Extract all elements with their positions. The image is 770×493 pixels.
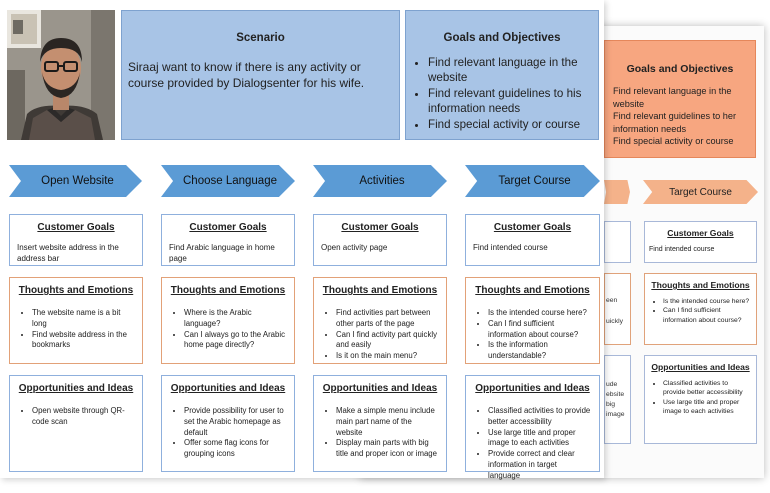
- opportunity-item: Provide possibility for user to set the …: [184, 406, 286, 438]
- back-goals-title: Goals and Objectives: [626, 63, 734, 75]
- persona-illustration: [7, 10, 115, 140]
- customer-goals-text: Open activity page: [321, 243, 388, 252]
- thoughts-title: Thoughts and Emotions: [322, 285, 438, 296]
- back-card-partial: [604, 221, 631, 263]
- back-opportunity-item: Classified activities to provide better …: [663, 379, 750, 398]
- thought-item: The website name is a bit long: [32, 308, 134, 330]
- customer-goals-text: Find Arabic language in home page: [169, 243, 275, 263]
- opportunity-item: Use large title and proper image to each…: [488, 428, 591, 450]
- goals-item: Find relevant language in the website: [428, 55, 592, 86]
- goals-item: Find special activity or course: [428, 117, 592, 132]
- goals-item: Find relevant guidelines to his informat…: [428, 86, 592, 117]
- back-opportunities-title: Opportunities and Ideas: [651, 362, 750, 372]
- back-opportunities-card: Opportunities and Ideas Classified activ…: [644, 355, 757, 444]
- stage-label: Target Course: [498, 175, 571, 187]
- thoughts-title: Thoughts and Emotions: [170, 285, 286, 296]
- opportunity-item: Make a simple menu include main part nam…: [336, 406, 438, 438]
- back-customer-goals-title: Customer Goals: [667, 228, 734, 238]
- thought-item: Can I find sufficient information about …: [488, 319, 591, 341]
- opportunities-card: Opportunities and Ideas Provide possibil…: [161, 375, 295, 472]
- back-card-partial: [604, 355, 631, 444]
- thoughts-title: Thoughts and Emotions: [475, 285, 590, 296]
- customer-goals-card: Customer Goals Find Arabic language in h…: [161, 214, 295, 266]
- back-customer-goals-card: Customer Goals Find intended course: [644, 221, 757, 263]
- thoughts-card: Thoughts and Emotions The website name i…: [9, 277, 143, 364]
- back-goals-line: Find relevant language in the website: [613, 86, 732, 109]
- back-thoughts-card: Thoughts and Emotions Is the intended co…: [644, 273, 757, 345]
- back-goals-line: Find special activity or course: [613, 136, 734, 147]
- opportunity-item: Display main parts with big title and pr…: [336, 438, 438, 460]
- customer-goals-title: Customer Goals: [493, 222, 572, 233]
- back-stage-arrow-partial: [604, 180, 630, 204]
- opportunity-item: Open website through QR-code scan: [32, 406, 134, 428]
- customer-goals-text: Insert website address in the address ba…: [17, 243, 119, 263]
- thoughts-card: Thoughts and Emotions Where is the Arabi…: [161, 277, 295, 364]
- goals-list: Find relevant language in the website Fi…: [428, 55, 592, 132]
- back-opportunity-item: Use large title and proper image to each…: [663, 398, 750, 417]
- goals-box: Goals and Objectives Find relevant langu…: [405, 10, 599, 140]
- back-peek-text: ude: [606, 381, 618, 388]
- thought-item: Find activities part between other parts…: [336, 308, 438, 330]
- opportunity-item: Classified activities to provide better …: [488, 406, 591, 428]
- customer-goals-title: Customer Goals: [37, 222, 115, 233]
- back-stage-arrow-target-course: Target Course: [643, 180, 758, 204]
- back-peek-text: big: [606, 401, 616, 408]
- opportunities-title: Opportunities and Ideas: [475, 383, 590, 394]
- opportunities-card: Opportunities and Ideas Classified activ…: [465, 375, 600, 480]
- thought-item: Can I find activity part quickly and eas…: [336, 330, 438, 352]
- stage-label: Choose Language: [183, 175, 277, 187]
- persona-photo: [7, 10, 115, 140]
- opportunities-title: Opportunities and Ideas: [322, 383, 438, 394]
- thoughts-card: Thoughts and Emotions Is the intended co…: [465, 277, 600, 364]
- stage-arrow-target-course: Target Course: [465, 165, 600, 197]
- customer-goals-card: Customer Goals Insert website address in…: [9, 214, 143, 266]
- opportunities-title: Opportunities and Ideas: [18, 383, 134, 394]
- stage-label: Activities: [359, 175, 405, 187]
- opportunity-item: Offer some flag icons for grouping icons: [184, 438, 286, 460]
- stage-arrow-activities: Activities: [313, 165, 447, 197]
- scenario-box: Scenario Siraaj want to know if there is…: [121, 10, 400, 140]
- customer-goals-text: Find intended course: [473, 243, 548, 252]
- back-thoughts-title: Thoughts and Emotions: [651, 280, 750, 290]
- stage-arrow-choose-language: Choose Language: [161, 165, 295, 197]
- back-thought-item: Can I find sufficient information about …: [663, 306, 750, 325]
- thought-item: Is it on the main menu?: [336, 351, 438, 362]
- thought-item: Find website address in the bookmarks: [32, 330, 134, 352]
- back-peek-text: ebsite: [606, 391, 625, 398]
- scenario-title: Scenario: [236, 32, 285, 44]
- opportunity-item: Provide correct and clear information in…: [488, 449, 591, 481]
- back-customer-goals-text: Find intended course: [649, 246, 715, 253]
- back-goals-line: Find relevant guidelines to her informat…: [613, 111, 737, 134]
- back-peek-text: image: [606, 411, 625, 418]
- back-peek-text: een: [606, 297, 618, 304]
- goals-title: Goals and Objectives: [443, 32, 561, 44]
- back-goals-box: Goals and Objectives Find relevant langu…: [604, 40, 756, 158]
- customer-goals-title: Customer Goals: [341, 222, 419, 233]
- opportunities-card: Opportunities and Ideas Make a simple me…: [313, 375, 447, 472]
- thought-item: Can I always go to the Arabic home page …: [184, 330, 286, 352]
- opportunities-title: Opportunities and Ideas: [170, 383, 286, 394]
- back-card-partial: [604, 273, 631, 345]
- thought-item: Is the information understandable?: [488, 340, 591, 362]
- customer-goals-card: Customer Goals Open activity page: [313, 214, 447, 266]
- customer-goals-card: Customer Goals Find intended course: [465, 214, 600, 266]
- back-stage-label: Target Course: [669, 186, 732, 198]
- scenario-text: Siraaj want to know if there is any acti…: [128, 60, 365, 90]
- thought-item: Is the intended course here?: [488, 308, 591, 319]
- thoughts-card: Thoughts and Emotions Find activities pa…: [313, 277, 447, 364]
- thought-item: Where is the Arabic language?: [184, 308, 286, 330]
- stage-label: Open Website: [41, 175, 114, 187]
- stage-arrow-open-website: Open Website: [9, 165, 142, 197]
- customer-goals-title: Customer Goals: [189, 222, 267, 233]
- thoughts-title: Thoughts and Emotions: [18, 285, 134, 296]
- back-peek-text: uickly: [606, 318, 623, 325]
- back-thought-item: Is the intended course here?: [663, 297, 750, 306]
- opportunities-card: Opportunities and Ideas Open website thr…: [9, 375, 143, 472]
